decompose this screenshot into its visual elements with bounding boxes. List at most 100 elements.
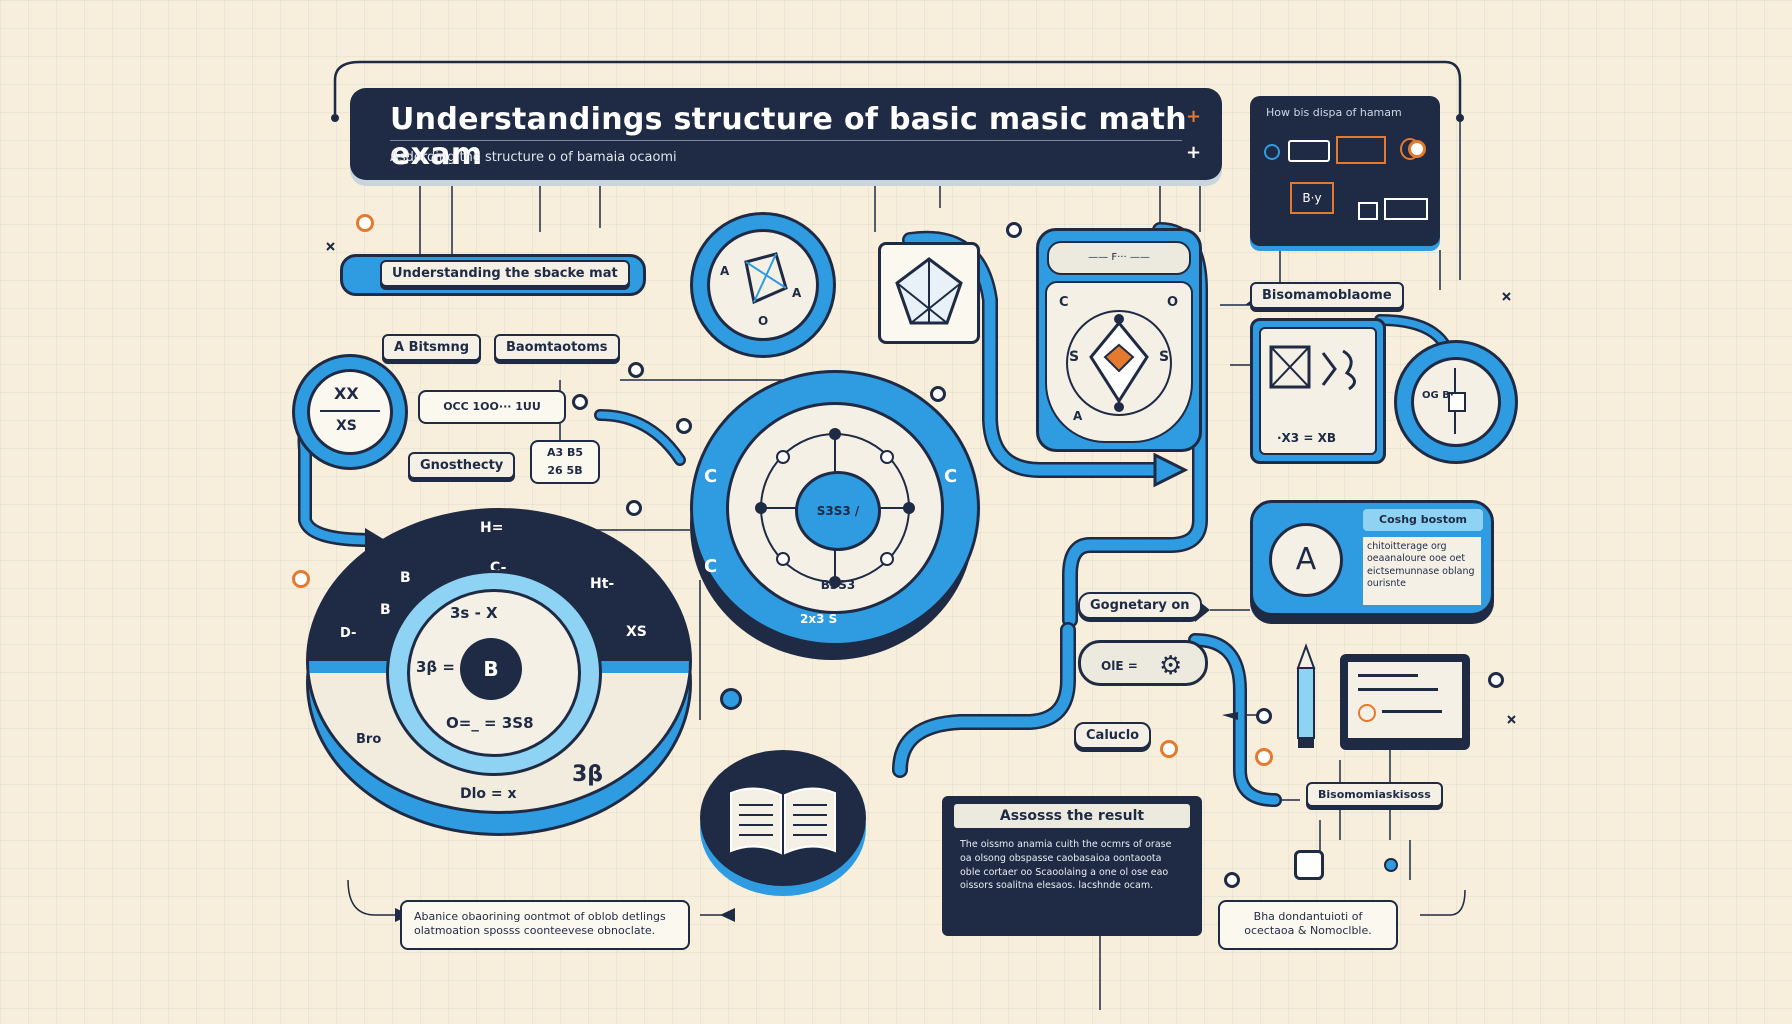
book-disc[interactable] (700, 750, 866, 886)
right-label[interactable]: Bisomamoblaome (1250, 282, 1404, 309)
shapes-formula: ·X3 = XB (1277, 431, 1336, 445)
page-title: Understandings structure of basic masic … (390, 102, 1187, 172)
gear-icon: ⚙ (1159, 651, 1183, 681)
compass-card[interactable]: —— F··· —— C O S S A (1036, 228, 1202, 452)
segment-b2: B (380, 602, 391, 618)
answer-card[interactable]: Coshg bostom A chitoitterage org oeaanal… (1250, 500, 1494, 616)
inner-top-eq: 3s - X (450, 604, 498, 622)
geometry-button[interactable]: Gognetary on (1078, 592, 1202, 619)
shapes-card-face: ·X3 = XB (1259, 327, 1377, 455)
bottom-right-note: Bha dondantuioti of ocectaoa & Nomoclble… (1218, 900, 1398, 950)
inner-ring: B 3s - X 3β = O=_ = 3S8 (386, 570, 602, 776)
right-disc-face: OG B· (1411, 357, 1501, 447)
operations-disc: B H= C- Ht- D- XS B B 3s - X 3β = O=_ = … (300, 500, 692, 840)
xx-disc-inner: XX XS (307, 369, 393, 455)
segment-xs: XS (626, 624, 647, 640)
panel-title: How bis dispa of hamam (1266, 106, 1402, 119)
node-dot (676, 418, 692, 434)
box-icon (1448, 392, 1466, 412)
dial-letter-right: C (944, 466, 958, 487)
chart-icon (1336, 136, 1386, 164)
xx-disc: XX XS (292, 354, 408, 470)
screen-line (1382, 710, 1442, 713)
monitor-icon (1340, 654, 1470, 750)
assess-title: Assosss the result (954, 804, 1190, 828)
node-dot (1224, 872, 1240, 888)
shapes-icon (1269, 345, 1356, 391)
pencil-icon (1296, 643, 1316, 748)
tab-baomtaotoms[interactable]: Baomtaotoms (494, 334, 620, 361)
polyhedron-card[interactable] (878, 242, 980, 344)
dial-center[interactable]: S3S3 / B3S3 (795, 471, 881, 592)
node-left-label: A (720, 264, 730, 278)
node-dot (628, 362, 644, 378)
blue-dot (720, 688, 742, 710)
screen-dot (1358, 704, 1376, 722)
shapes-card[interactable]: ·X3 = XB (1250, 318, 1386, 464)
bottom-right-label: Bisomomiaskisoss (1306, 782, 1443, 807)
segment-h: H= (480, 520, 504, 536)
compass-right: O (1167, 295, 1179, 310)
formula-box: B·y (1290, 182, 1334, 214)
screen-line (1358, 674, 1418, 677)
dial-bottom-text: 2x3 S (800, 612, 838, 626)
inner-face: B 3s - X 3β = O=_ = 3S8 (407, 589, 581, 757)
node-dot (1488, 672, 1504, 688)
answer-letter: A (1269, 523, 1343, 597)
polyhedron-icon (895, 257, 963, 325)
dial-letter-left: C (704, 466, 718, 487)
geometry-node-face: A A O (707, 229, 819, 341)
lower-mid-label: Dlo = x (460, 786, 517, 802)
node-dot (572, 394, 588, 410)
orange-dot (292, 570, 310, 588)
bottom-left-text: Abanice obaorining oontmot of oblob detl… (414, 910, 666, 938)
compass-icon (1066, 310, 1172, 416)
gear-button[interactable]: OlE = ⚙ (1078, 640, 1208, 686)
left-banner-wrap: Understanding the sbacke mat (340, 254, 650, 296)
orbit-lines (755, 428, 915, 588)
node-dot (930, 386, 946, 402)
divider (390, 140, 1182, 141)
segment-b: B (400, 570, 411, 586)
lower-right-label: 3β (572, 762, 604, 787)
blue-dot (1384, 858, 1398, 872)
segment-d: D- (340, 626, 357, 641)
bottom-right-text: Bha dondantuioti of ocectaoa & Nomoclble… (1244, 910, 1372, 938)
orange-dot (1408, 140, 1426, 158)
plus-icon[interactable]: + (1186, 106, 1202, 127)
inner-left-eq: 3β = (416, 658, 455, 676)
orange-dot (1255, 748, 1273, 766)
small-card-icon (1294, 850, 1324, 880)
left-banner-label: Understanding the sbacke mat (380, 260, 630, 287)
orange-dot (356, 214, 374, 232)
right-disc[interactable]: OG B· (1394, 340, 1518, 464)
inner-bottom-eq: O=_ = 3S8 (446, 714, 534, 732)
fraction-bar (320, 410, 380, 412)
node-dot (1006, 222, 1022, 238)
compass-south: A (1073, 409, 1083, 423)
calculate-button[interactable]: Caluclo (1074, 722, 1152, 749)
book-icon (730, 787, 836, 855)
compass-east: S (1159, 349, 1170, 365)
circle-icon (1264, 144, 1280, 160)
plus-icon[interactable]: + (1186, 142, 1202, 163)
center-dial: S3S3 / B3S3 C C C 2x3 S (690, 370, 980, 670)
gear-button-label: OlE = (1101, 659, 1138, 673)
answer-text: chitoitterage org oeaanaloure ooe oet ei… (1363, 537, 1481, 605)
geometry-node[interactable]: A A O (690, 212, 836, 358)
geometry-label[interactable]: Gnosthecty (408, 452, 516, 479)
compass-top-bar: —— F··· —— (1047, 241, 1191, 275)
square-icon (1358, 202, 1378, 220)
box-icon (1288, 140, 1330, 162)
dial-face: S3S3 / B3S3 (726, 402, 944, 614)
dial-letter-left2: C (704, 556, 718, 577)
node-dot (626, 500, 642, 516)
node-dot (1256, 708, 1272, 724)
compass-face: C O S S A (1045, 281, 1193, 443)
bottom-left-note: Abanice obaorining oontmot of oblob detl… (400, 900, 690, 950)
assess-card: Assosss the result The oissmo anamia cui… (942, 796, 1202, 936)
shape-icon (744, 252, 788, 305)
tab-bitsmng[interactable]: A Bitsmng (382, 334, 482, 361)
lower-left-label: Bro (356, 732, 382, 747)
